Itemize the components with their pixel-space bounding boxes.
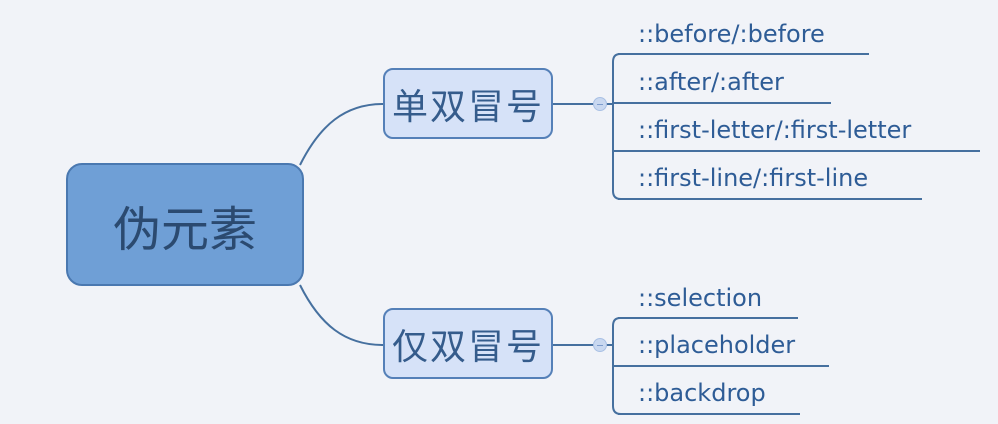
branch-node-double-colon-only[interactable]: 仅双冒号 — [383, 308, 553, 379]
connector-root-branch-1 — [299, 103, 384, 166]
bracket-branch-1 — [612, 53, 622, 200]
collapse-toggle-icon[interactable] — [593, 338, 607, 352]
leaf-node[interactable]: ::selection — [638, 284, 763, 312]
connector-root-branch-2 — [299, 284, 384, 346]
branch-label: 单双冒号 — [391, 86, 544, 128]
root-node[interactable]: 伪元素 — [66, 163, 304, 286]
leaf-node[interactable]: ::after/:after — [638, 68, 784, 96]
leaf-node[interactable]: ::before/:before — [638, 20, 825, 48]
leaf-node[interactable]: ::backdrop — [638, 379, 766, 407]
branch-label: 仅双冒号 — [391, 326, 544, 368]
leaf-node[interactable]: ::first-letter/:first-letter — [638, 116, 912, 144]
root-label: 伪元素 — [112, 201, 257, 258]
collapse-toggle-icon[interactable] — [593, 97, 607, 111]
leaf-node[interactable]: ::first-line/:first-line — [638, 164, 869, 192]
branch-node-single-double-colon[interactable]: 单双冒号 — [383, 68, 553, 139]
leaf-node[interactable]: ::placeholder — [638, 331, 796, 359]
